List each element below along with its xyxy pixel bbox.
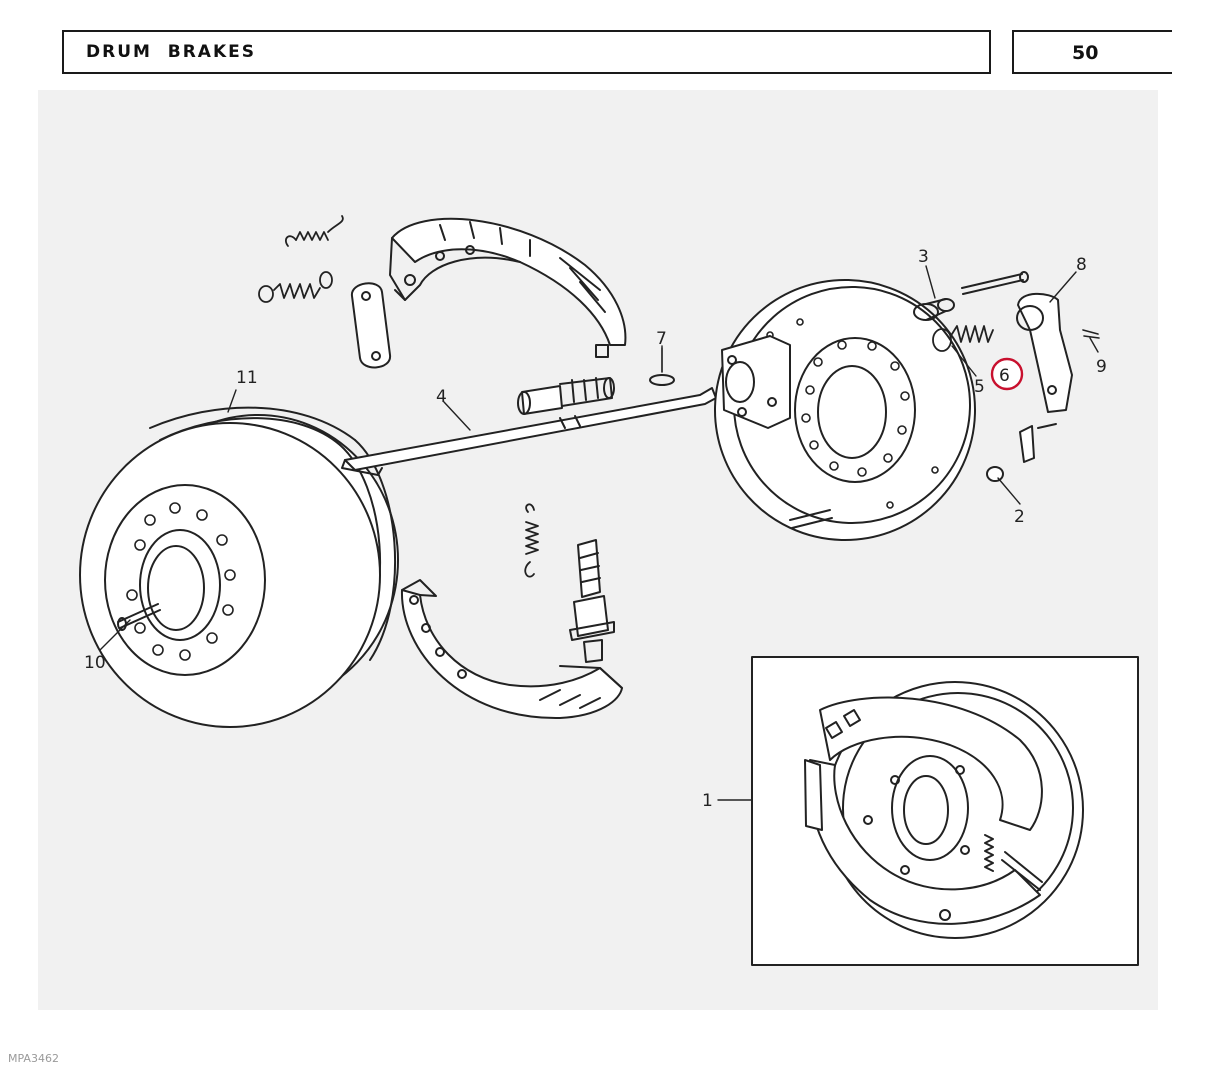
title-box: DRUM BRAKES	[62, 30, 991, 74]
clip	[1019, 423, 1057, 463]
page-number: 50	[1072, 42, 1099, 64]
callout-7[interactable]: 7	[656, 329, 667, 349]
link-plate	[351, 282, 391, 369]
callout-3[interactable]: 3	[918, 247, 929, 267]
callout-6[interactable]: 6	[999, 366, 1010, 386]
callout-11[interactable]: 10	[84, 653, 106, 673]
reference-code: MPA3462	[8, 1052, 59, 1065]
pin-9	[1082, 329, 1100, 339]
page-title: DRUM BRAKES	[86, 42, 256, 62]
page-number-box: 50	[1012, 30, 1172, 74]
lower-brake-shoe	[400, 579, 623, 720]
adjuster-bolt	[569, 539, 615, 663]
bolt-top	[961, 271, 1029, 295]
adjuster-spring-upper	[258, 271, 333, 303]
leader-lines	[99, 265, 1099, 801]
bushing-3	[913, 298, 955, 321]
callout-10[interactable]: 11	[236, 368, 258, 388]
backing-plate	[714, 279, 976, 541]
upper-brake-shoe	[389, 217, 627, 358]
callout-4[interactable]: 4	[436, 387, 447, 407]
assembled-view-inset	[751, 656, 1139, 966]
spring-assembly-5	[932, 325, 994, 352]
plug-2	[986, 466, 1004, 482]
callout-9[interactable]: 9	[1096, 357, 1107, 377]
callout-5[interactable]: 5	[974, 377, 985, 397]
return-spring-lower	[524, 503, 539, 578]
cam-bushing	[517, 377, 615, 415]
callout-2[interactable]: 2	[1014, 507, 1025, 527]
slack-adjuster-lever	[1016, 292, 1073, 413]
callout-8[interactable]: 8	[1076, 255, 1087, 275]
return-spring-upper	[284, 215, 344, 247]
brake-drum	[79, 406, 399, 728]
callout-1[interactable]: 1	[702, 791, 713, 811]
highlight-ring	[990, 357, 1024, 391]
